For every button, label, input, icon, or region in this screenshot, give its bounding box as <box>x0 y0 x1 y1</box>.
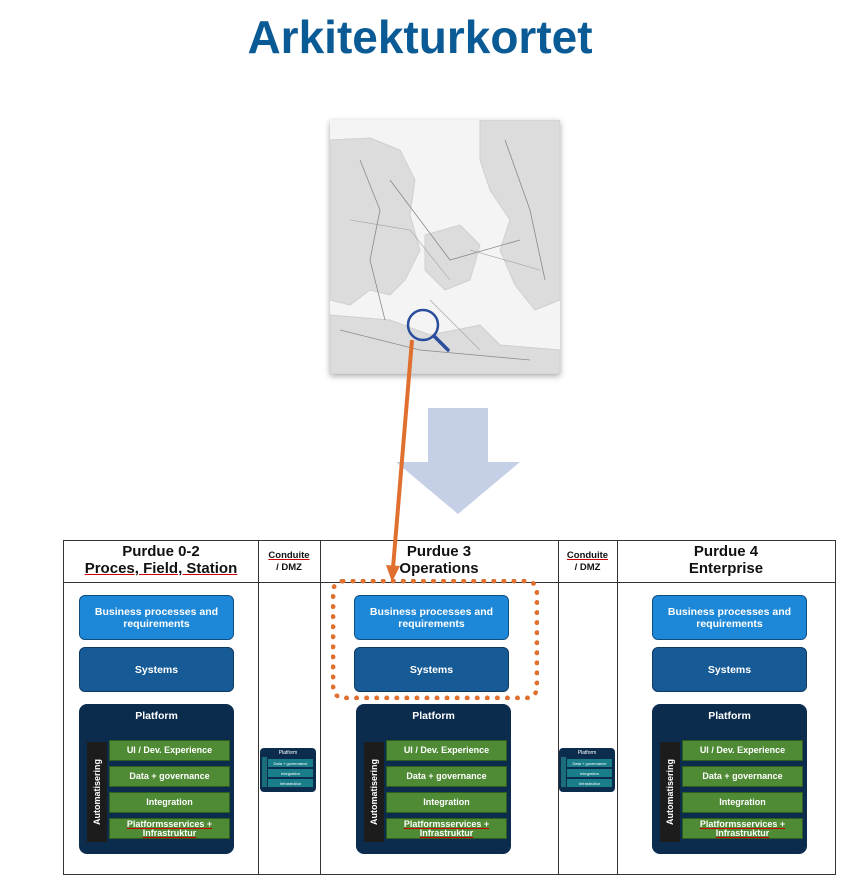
platformservices-box: Platformsservices + Infrastruktur <box>109 818 230 839</box>
automation-bar: Automatisering <box>364 742 384 842</box>
column-header-purdue-4: Purdue 4 Enterprise <box>688 543 764 577</box>
ui-dev-experience-box: UI / Dev. Experience <box>109 740 230 761</box>
platform-title: Platform <box>135 710 178 722</box>
systems-box: Systems <box>79 647 234 692</box>
automation-bar: Automatisering <box>660 742 680 842</box>
ui-dev-experience-box: UI / Dev. Experience <box>682 740 803 761</box>
operations-highlight-frame <box>331 579 539 700</box>
integration-box: Integration <box>386 792 507 813</box>
architecture-table: Purdue 0-2 Proces, Field, Station Condui… <box>63 540 836 875</box>
platform-box: Platform Automatisering UI / Dev. Experi… <box>356 704 511 854</box>
column-header-purdue-3: Purdue 3 Operations <box>399 543 479 577</box>
column-header-conduite-1: Conduite / DMZ <box>268 550 310 573</box>
systems-box: Systems <box>354 647 509 692</box>
platform-title: Platform <box>412 710 455 722</box>
data-governance-box: Data + governance <box>109 766 230 787</box>
mini-platform-1: Platform Data + governance Integration I… <box>260 748 316 792</box>
systems-box: Systems <box>652 647 807 692</box>
ui-dev-experience-box: UI / Dev. Experience <box>386 740 507 761</box>
platformservices-box: Platformsservices + Infrastruktur <box>386 818 507 839</box>
business-processes-box: Business processes and requirements <box>354 595 509 640</box>
integration-box: Integration <box>682 792 803 813</box>
platform-box: Platform Automatisering UI / Dev. Experi… <box>652 704 807 854</box>
column-header-conduite-2: Conduite / DMZ <box>566 550 609 573</box>
magnifier-icon <box>406 308 450 352</box>
data-governance-box: Data + governance <box>682 766 803 787</box>
page-title: Arkitekturkortet <box>247 11 593 63</box>
data-governance-box: Data + governance <box>386 766 507 787</box>
automation-bar: Automatisering <box>87 742 107 842</box>
down-arrow-icon <box>396 408 520 514</box>
column-header-purdue-0-2: Purdue 0-2 Proces, Field, Station <box>84 543 238 577</box>
business-processes-box: Business processes and requirements <box>79 595 234 640</box>
platform-title: Platform <box>708 710 751 722</box>
platformservices-box: Platformsservices + Infrastruktur <box>682 818 803 839</box>
business-processes-box: Business processes and requirements <box>652 595 807 640</box>
platform-box: Platform Automatisering UI / Dev. Experi… <box>79 704 234 854</box>
integration-box: Integration <box>109 792 230 813</box>
map-of-denmark <box>330 120 560 374</box>
mini-platform-2: Platform Data + governance Integration I… <box>559 748 615 792</box>
